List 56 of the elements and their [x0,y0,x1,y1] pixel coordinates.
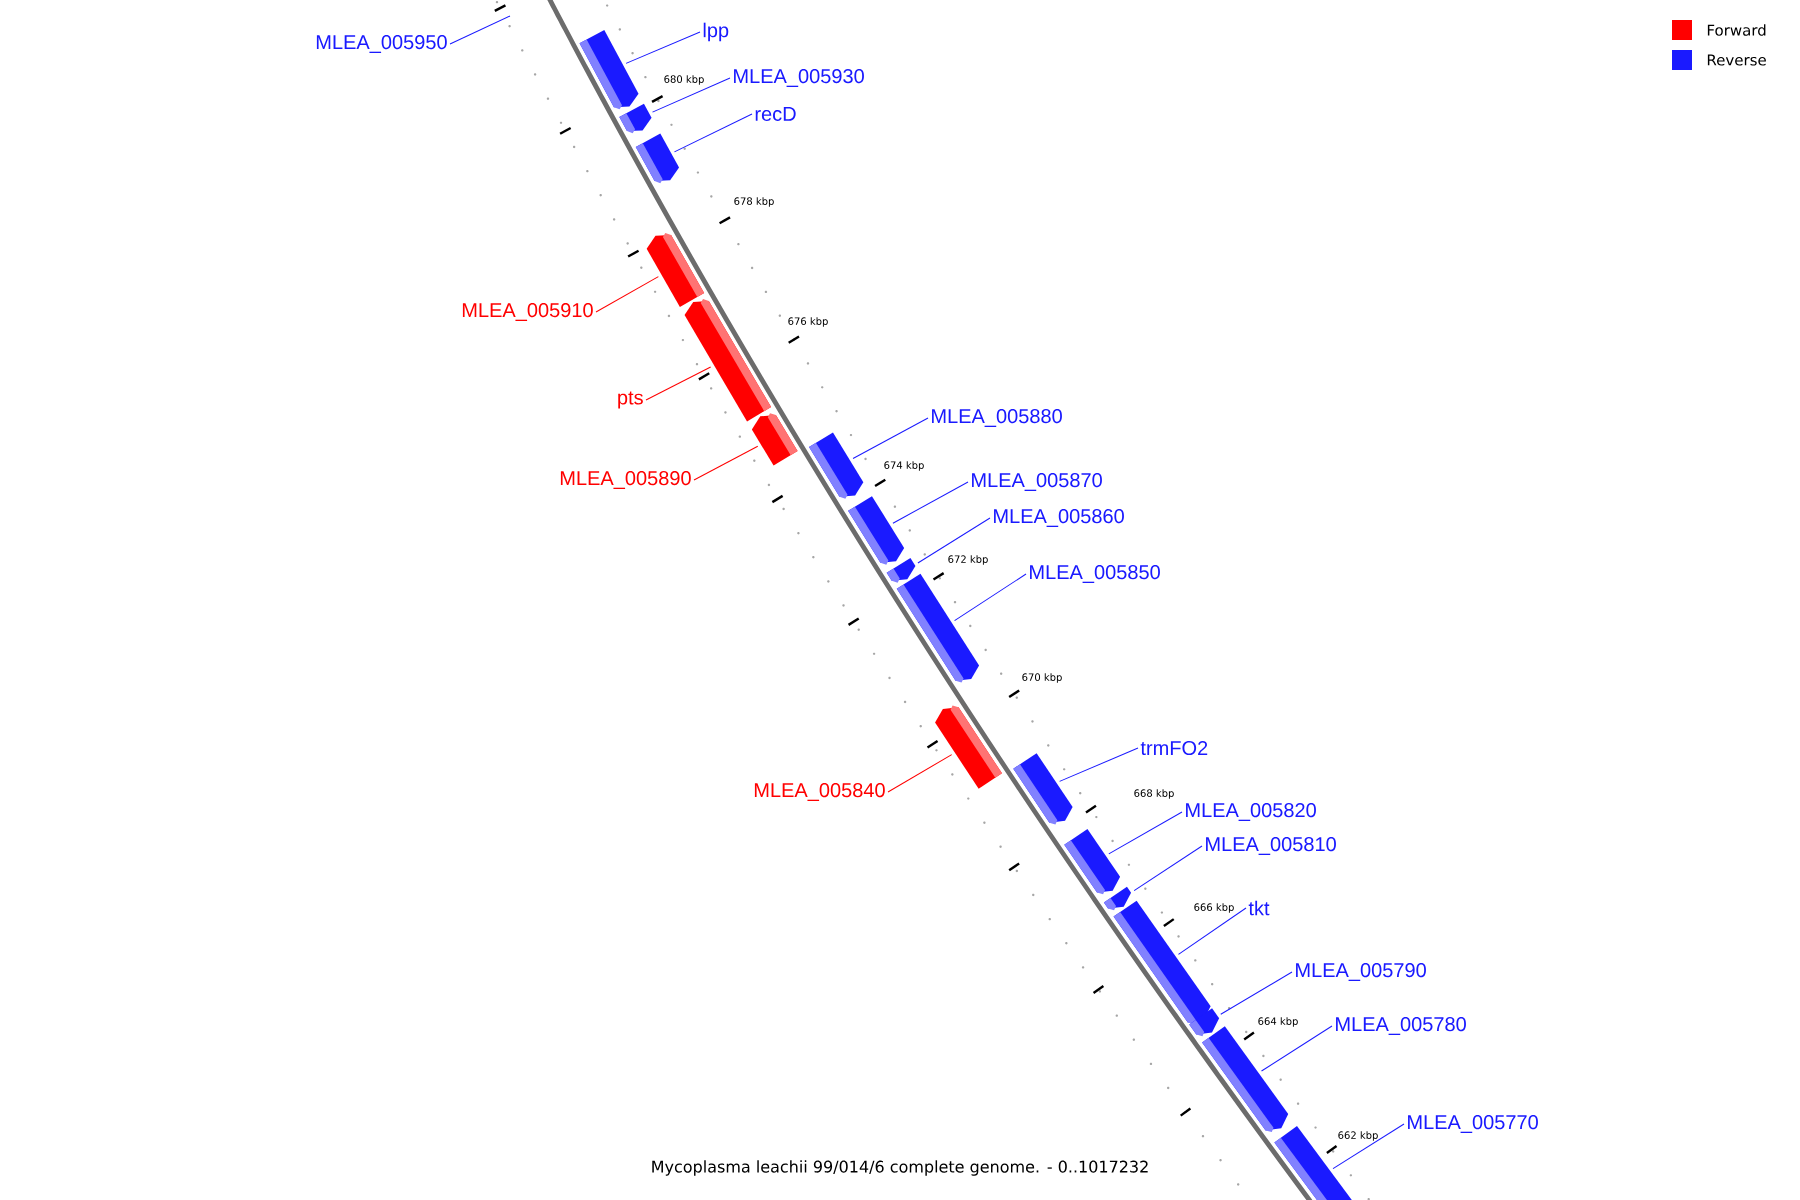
leader-line [892,481,969,524]
gene-block [1103,886,1132,911]
gene-block [1013,753,1073,825]
leader-line [673,113,753,153]
gene-block [619,103,652,134]
gene-label: MLEA_005930 [734,69,864,87]
leader-line [887,754,953,793]
gene-label: pts [618,391,643,409]
gene-label: MLEA_005890 [560,471,691,489]
gene-block [635,133,680,184]
gene-block [1202,1026,1289,1133]
leader-line [1108,811,1183,855]
leader-line [917,517,991,564]
gene-block [751,413,798,466]
gene-block [896,573,980,683]
leader-line [652,77,731,113]
gene-label: MLEA_005780 [1336,1017,1466,1035]
leader-line [1220,971,1293,1015]
gene-label: MLEA_005840 [754,783,885,801]
leader-line [449,15,511,45]
gene-label: trmFO2 [1140,740,1208,756]
gene-block [1189,1008,1220,1037]
gene-label: lpp [703,22,729,42]
leader-line [645,366,712,401]
gene-label: recD [755,107,796,121]
gene-block [848,496,905,565]
gene-label: MLEA_005770 [1408,1115,1538,1133]
gene-label: MLEA_005950 [316,35,447,53]
gene-label: MLEA_005870 [972,473,1102,491]
leader-line [1133,845,1203,892]
gene-label: tkt [1248,900,1270,916]
gene-block [646,232,705,307]
gene-label: MLEA_005860 [994,509,1124,527]
leader-line [852,417,929,459]
leader-line [954,573,1027,622]
gene-block [809,432,864,499]
gene-label: MLEA_005910 [462,303,593,321]
caption: Mycoplasma leachii 99/014/6 complete genome. - 0..1017232 [652,1160,1148,1176]
gene-label: MLEA_005810 [1206,837,1336,855]
leader-line [1059,747,1139,782]
gene-block [684,299,772,422]
gene-label: MLEA_005790 [1296,963,1426,981]
gene-block [1113,900,1211,1025]
gene-block [579,30,639,110]
gene-label: MLEA_005850 [1030,565,1160,583]
leader-line [693,445,759,481]
leader-line [1178,907,1247,955]
gene-label: MLEA_005820 [1186,803,1316,821]
leader-line [595,276,659,313]
gene-label: MLEA_005880 [932,409,1062,427]
gene-block [1064,828,1121,895]
leader-line [625,31,701,64]
gene-block [935,705,1002,789]
gene-block [886,557,916,583]
leader-line [1261,1025,1333,1072]
leader-line [1332,1123,1405,1170]
